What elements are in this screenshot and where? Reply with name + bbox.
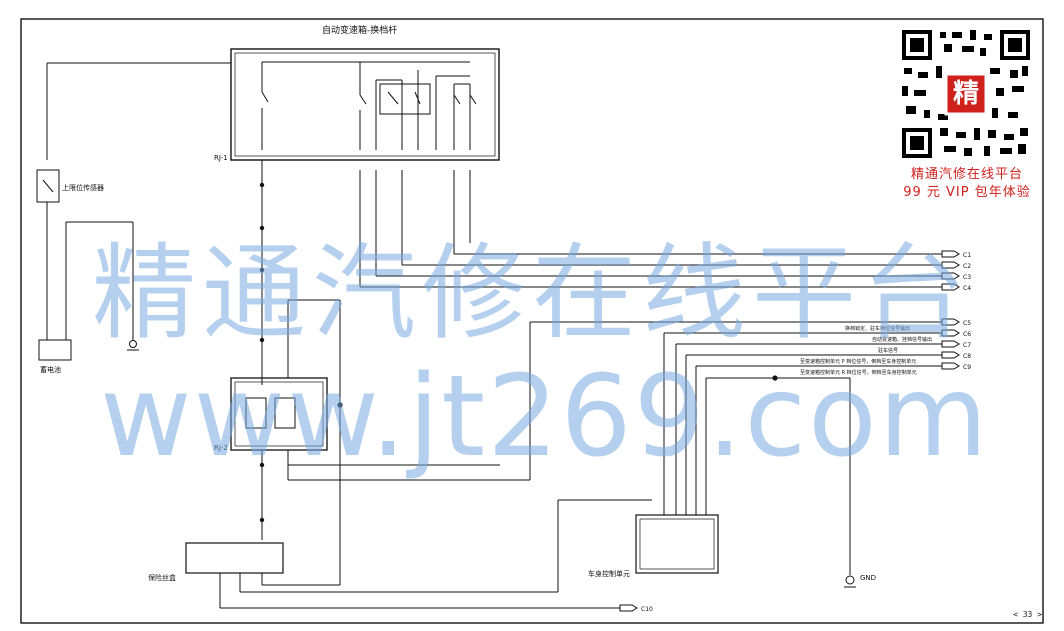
signal-note: 换档锁定、驻车档位信号输出 xyxy=(845,325,910,332)
promo-line-2: 99 元 VIP 包年体验 xyxy=(903,185,1031,200)
relay-box xyxy=(230,377,328,451)
connector-label: C5 xyxy=(963,320,971,327)
sensor-label: 上限位传感器 xyxy=(62,183,104,192)
signal-note: 至变速箱控制单元 R 档位信号，倒档至车身控制单元 xyxy=(800,369,917,376)
shifter-module-box xyxy=(230,48,500,161)
connector-label: C10 xyxy=(641,606,653,613)
connector-label: C4 xyxy=(963,285,971,292)
ignition-switch-box xyxy=(185,542,284,574)
ecu-label: 车身控制单元 xyxy=(588,569,630,578)
promo-block: 精 精通汽修在线平台 99 元 VIP 包年体验 xyxy=(892,28,1042,202)
upper-sensor-box xyxy=(36,169,60,203)
relay-label: RJ-2 xyxy=(214,444,228,452)
ground-label: GND xyxy=(860,574,876,582)
connector-label: C1 xyxy=(963,252,971,259)
page-border xyxy=(20,18,1044,624)
qr-badge: 精 xyxy=(952,79,979,109)
signal-note: 驻车信号 xyxy=(878,347,898,354)
promo-line-1: 精通汽修在线平台 xyxy=(910,167,1023,182)
connector-label: C9 xyxy=(963,364,971,371)
page-number: < 33 > xyxy=(1013,610,1042,619)
diagram-title: 自动变速箱-换档杆 xyxy=(322,24,397,36)
connector-label: C7 xyxy=(963,342,971,349)
connector-label: C8 xyxy=(963,353,971,360)
signal-note: 至变速箱控制单元 P 档位信号，倒档至车身控制单元 xyxy=(800,358,916,365)
ecu-box xyxy=(635,514,719,574)
fuse-box-label: 保险丝盒 xyxy=(148,573,176,582)
shifter-label: RJ-1 xyxy=(214,154,228,162)
connector-label: C3 xyxy=(963,274,971,281)
internal-relay-box xyxy=(379,83,431,115)
connector-arrows xyxy=(619,250,960,612)
signal-note: 自动变速箱、挂档信号输出 xyxy=(872,336,932,343)
connector-label: C2 xyxy=(963,263,971,270)
connector-label: C6 xyxy=(963,331,971,338)
battery-label: 蓄电池 xyxy=(40,365,61,374)
qr-code-icon[interactable]: 精 xyxy=(900,28,1032,160)
ground-symbol xyxy=(127,340,856,588)
battery-box xyxy=(38,339,72,361)
